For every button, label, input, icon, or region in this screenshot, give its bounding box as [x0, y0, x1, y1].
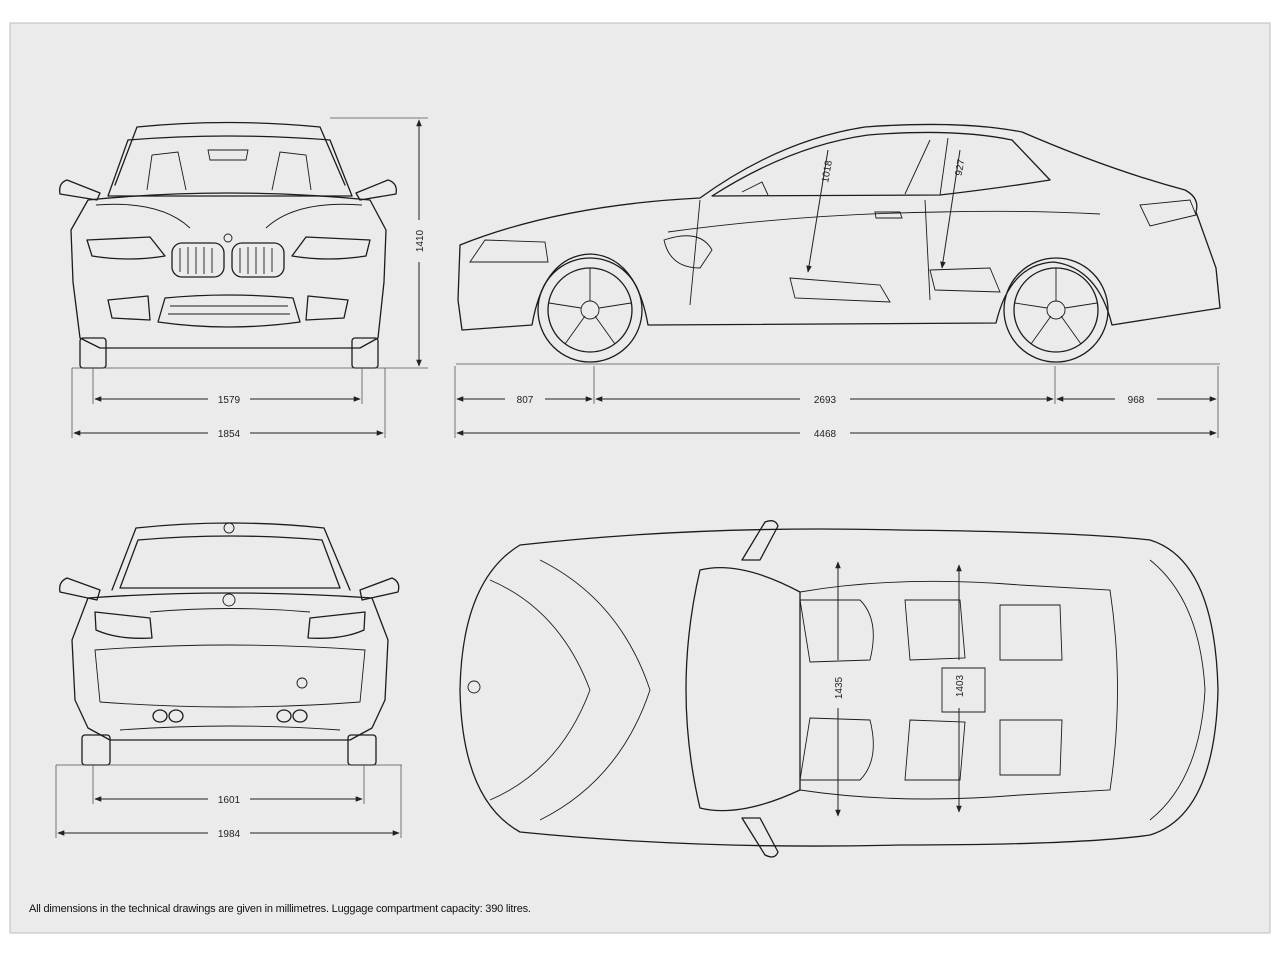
rear-diffuser: [119, 725, 341, 731]
top-bmw-logo-icon: [467, 680, 481, 694]
hood-lines: [489, 579, 591, 801]
bmw-logo-icon: [223, 233, 233, 243]
right-headlight: [291, 236, 371, 260]
wheelbase-label: 2693: [814, 395, 837, 406]
front-view-dimensions: 1579 1854 1410: [71, 117, 428, 440]
top-body-outline: [459, 528, 1219, 847]
b-pillar: [904, 137, 949, 196]
seat-cushions: [789, 267, 1001, 303]
rear-wheel-icon: [1003, 257, 1109, 363]
top-mirrors: [741, 520, 779, 858]
front-shoulder-label: 1435: [834, 676, 845, 699]
grille-slats: [179, 247, 273, 274]
front-overhang-label: 807: [517, 395, 534, 406]
left-headlight: [86, 236, 166, 260]
front-track-label: 1579: [218, 395, 241, 406]
rear-track-label: 1601: [218, 795, 241, 806]
rear-shoulder-label: 1403: [955, 674, 966, 697]
rear-body-outline: [71, 592, 389, 741]
shoulder-line: [667, 210, 1101, 233]
left-air-intake: [107, 295, 151, 321]
center-air-intake: [157, 294, 301, 328]
width-with-mirrors-label: 1984: [218, 829, 241, 840]
side-gill: [663, 235, 713, 269]
side-view-dimensions: 807 2693 968 4468: [454, 366, 1219, 440]
rear-bmw-logo-icon: [222, 593, 236, 607]
shark-fin-antenna: [223, 522, 235, 534]
rearview-mirror: [207, 149, 249, 161]
windshield-top: [685, 567, 801, 812]
height-label: 1410: [415, 229, 426, 252]
front-seats: [146, 151, 312, 191]
right-mirror: [355, 179, 397, 201]
intake-mesh: [168, 305, 290, 315]
trunk-lid: [1149, 559, 1206, 821]
left-kidney-grille: [171, 242, 225, 278]
door-outline: [689, 199, 931, 306]
side-headlight: [469, 239, 549, 263]
tail-light: [1139, 199, 1197, 227]
rear-window: [119, 535, 341, 589]
rear-headroom-label: 927: [954, 158, 968, 177]
side-window-outline: [711, 131, 1051, 197]
side-mirror: [741, 181, 769, 196]
rear-bumper: [94, 644, 366, 708]
front-windshield: [107, 135, 353, 197]
top-view-drawing: 1435 1403: [459, 520, 1219, 858]
footnote: All dimensions in the technical drawings…: [29, 903, 531, 915]
rear-view-dimensions: 1601 1984: [55, 765, 402, 840]
rear-left-tail-light: [94, 611, 153, 639]
exhaust-icon: [152, 709, 308, 723]
fog-light: [296, 677, 308, 689]
center-console: [941, 667, 986, 713]
rear-view-drawing: [56, 522, 402, 766]
right-kidney-grille: [231, 242, 285, 278]
rear-overhang-label: 968: [1128, 395, 1145, 406]
rear-right-mirror: [359, 577, 400, 601]
trunk-lid-line: [149, 608, 311, 613]
sheet-background: [9, 22, 1271, 934]
seat-backs-top: [904, 599, 966, 781]
front-body-outline: [70, 192, 387, 349]
right-air-intake: [305, 295, 349, 321]
side-view-drawing: 1018 927: [456, 123, 1221, 365]
front-headroom-label: 1018: [820, 159, 835, 183]
left-mirror: [59, 179, 101, 201]
front-roof-outline: [114, 121, 346, 186]
rear-seats-top: [999, 604, 1063, 776]
hood-creases: [95, 203, 363, 229]
overall-length-label: 4468: [814, 429, 837, 440]
roof-outline: [799, 580, 1118, 800]
front-width-label: 1854: [218, 429, 241, 440]
door-handle: [874, 211, 903, 219]
front-seats-top: [799, 599, 874, 781]
front-view-drawing: [59, 121, 397, 369]
front-wheel-icon: [537, 257, 643, 363]
rear-left-mirror: [59, 577, 101, 601]
rear-right-tail-light: [307, 611, 366, 639]
hood-power-dome: [539, 559, 651, 821]
